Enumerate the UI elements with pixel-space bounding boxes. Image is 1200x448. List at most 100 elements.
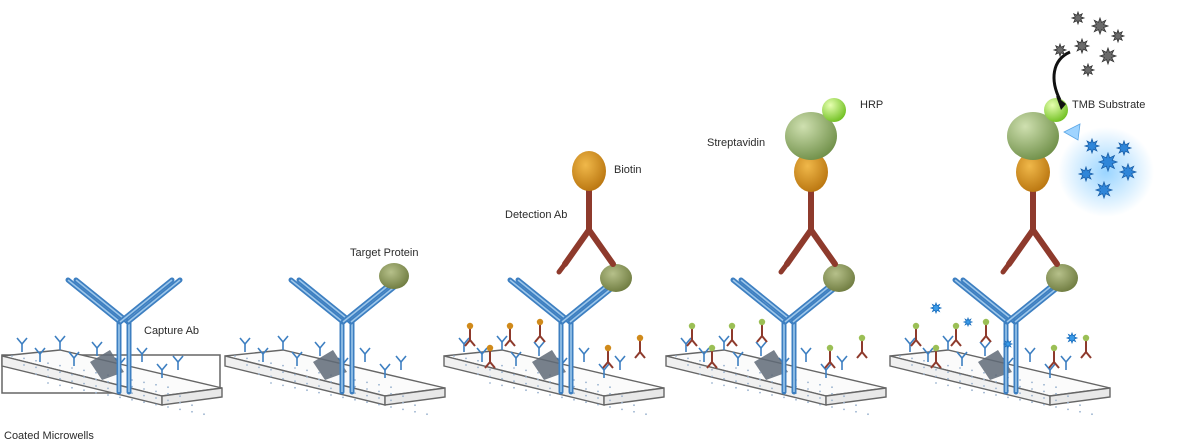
coating-antibody-icon [578, 347, 590, 362]
coating-dot [983, 378, 985, 381]
coating-dot [155, 397, 157, 399]
coating-dot [947, 377, 949, 380]
coating-dot [633, 410, 635, 413]
coating-dot [549, 380, 551, 383]
coating-dot [306, 382, 308, 385]
coating-dot [1043, 390, 1045, 393]
coating-antibody-icon [156, 363, 168, 378]
coating-dot [95, 391, 97, 394]
coating-antibody-icon [979, 341, 991, 356]
labelled-detection-antibody-panel-3 [484, 344, 496, 369]
coating-dot [747, 369, 749, 372]
coating-dot [807, 401, 809, 404]
coating-dot [306, 389, 308, 392]
coating-dot [306, 376, 308, 378]
coating-dot [107, 394, 109, 396]
coating-dot [633, 404, 635, 407]
coating-dot [390, 386, 392, 389]
coating-dot [1031, 381, 1033, 384]
plates [1, 349, 1111, 406]
coating-antibody-icon [836, 355, 848, 370]
coating-dot [1067, 395, 1069, 398]
coating-dot [131, 398, 133, 401]
capture-antibody-panel-1 [65, 277, 183, 395]
label-hrp: HRP [860, 99, 883, 111]
biotin-panel-5 [1016, 152, 1050, 192]
coating-dot [318, 378, 320, 381]
coating-dot [597, 397, 599, 399]
coating-dot [923, 366, 925, 369]
coating-antibody-icon [956, 351, 968, 366]
coating-antibody-icon [1044, 363, 1056, 378]
coating-dot [477, 366, 479, 369]
coating-dot [831, 386, 833, 389]
coating-dot [47, 368, 49, 371]
coating-antibody-icon [614, 355, 626, 370]
coating-dot [47, 382, 49, 384]
coating-dot [537, 378, 539, 381]
coating-dot [294, 380, 296, 383]
coating-dot [366, 381, 368, 384]
coating-dot [258, 366, 260, 369]
coating-dot [537, 371, 539, 374]
coating-dot [947, 371, 949, 374]
coating-dot [179, 401, 181, 404]
coating-dot [675, 355, 677, 357]
target-protein-panel-3 [600, 264, 632, 292]
label-capture-ab: Capture Ab [144, 325, 199, 337]
coating-dot [831, 399, 833, 402]
coating-dot [947, 364, 949, 367]
coating-dot [1055, 399, 1057, 402]
coating-dot [71, 380, 73, 383]
coating-antibody-icon [800, 347, 812, 362]
coating-dot [71, 373, 73, 376]
coating-dot [971, 369, 973, 372]
coating-dot [699, 373, 701, 375]
coating-dot [1019, 385, 1021, 388]
coating-dot [711, 382, 713, 384]
coating-antibody-icon [755, 341, 767, 356]
coating-dot [513, 386, 515, 389]
coating-dot [573, 392, 575, 395]
coating-dot [1031, 401, 1033, 404]
coating-antibody-icon [379, 363, 391, 378]
coating-dot [597, 383, 599, 386]
coating-dot [23, 364, 25, 366]
coating-dot [83, 389, 85, 392]
coating-dot [95, 385, 97, 387]
coating-dot [819, 383, 821, 386]
coating-dot [1079, 404, 1081, 407]
label-detection-ab: Detection Ab [505, 209, 567, 221]
coating-dot [723, 371, 725, 374]
substrate-arrowhead-icon [1056, 96, 1066, 110]
coating-dot [747, 389, 749, 392]
coating-dot [1067, 401, 1069, 404]
coating-dot [83, 369, 85, 372]
substrate-star-icon [1110, 28, 1126, 44]
coating-dot [155, 403, 157, 406]
coating-dot [723, 364, 725, 367]
labelled-detection-antibody-panel-4 [726, 322, 738, 347]
coating-dot [489, 375, 491, 378]
labelled-detection-antibody-panel-3 [602, 344, 614, 369]
coating-antibody-icon [257, 347, 269, 362]
product-star-icon [1077, 165, 1095, 183]
coating-antibody-icon [820, 363, 832, 378]
coating-dot [935, 375, 937, 378]
coating-dot [867, 413, 869, 416]
coating-dot [131, 379, 133, 381]
coating-dot [1067, 408, 1069, 411]
coating-dot [549, 387, 551, 390]
biotins [572, 151, 1050, 192]
coating-dot [711, 375, 713, 378]
biotin-panel-3 [572, 151, 606, 191]
coating-dot [143, 401, 145, 404]
substrate-star-icon [1090, 16, 1110, 36]
coating-dot [11, 355, 13, 357]
coating-dot [573, 398, 575, 401]
coating-antibody-icon [16, 337, 28, 352]
tmb-reaction [929, 10, 1154, 350]
coating-dot [995, 387, 997, 390]
coating-antibody-icon [680, 337, 692, 352]
